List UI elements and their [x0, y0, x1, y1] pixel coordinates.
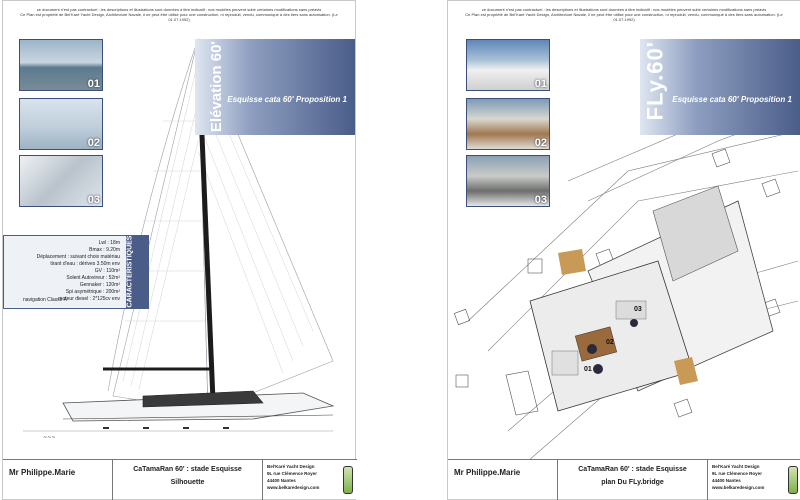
company-cell: Bel'Karé Yacht Design 9L rue Clémence Ro…: [708, 460, 800, 500]
specifications-panel: CARACTERISTIQUES Lwl : 18m Bmax : 9.20m …: [3, 235, 149, 309]
svg-text:~~~: ~~~: [43, 435, 56, 441]
photo-thumbnail[interactable]: 03: [19, 155, 103, 207]
flybridge-plan-drawing: 01 02 03: [453, 100, 799, 461]
title-banner: [195, 39, 355, 135]
spec-line: Lwl : 18m: [98, 240, 120, 246]
title-block: Mr Philippe.Marie CaTamaRan 60' : stade …: [3, 459, 357, 500]
company-line: 9L rue Clémence Royer: [712, 471, 762, 476]
photo-thumbnail[interactable]: 02: [466, 98, 550, 150]
photo-thumbnail[interactable]: 01: [19, 39, 103, 91]
flybridge-sheet: 01 02 03 ce document n'est pas contractu…: [447, 0, 800, 500]
spec-line: GV : 110m²: [94, 268, 120, 274]
spec-line: Spi asymétrique : 200m²: [65, 289, 120, 295]
title-block: Mr Philippe.Marie CaTamaRan 60' : stade …: [448, 459, 800, 500]
callout-label: 02: [606, 339, 614, 346]
spec-line: Déplacement : suivant choix matériau: [36, 254, 120, 260]
sheet-subtitle: Esquisse cata 60' Proposition 1: [672, 95, 792, 104]
spec-line: Bmax : 9.20m: [89, 247, 120, 253]
thumbnail-number: 03: [87, 194, 100, 206]
thumbnail-number: 01: [534, 78, 547, 90]
company-line: 44400 Nantes: [712, 478, 741, 483]
spec-line: tirant d'eau : dérives 3.50m env: [50, 261, 120, 267]
specifications-tab: [126, 236, 148, 308]
photo-thumbnail[interactable]: 03: [466, 155, 550, 207]
company-line: 9L rue Clémence Royer: [267, 471, 317, 476]
company-cell: Bel'Karé Yacht Design 9L rue Clémence Ro…: [263, 460, 357, 500]
project-name: CaTamaRan 60' : stade Esquisse: [133, 466, 242, 473]
spec-line: moteur diesel : 2*125cv env: [58, 296, 120, 302]
thumbnail-number: 03: [534, 194, 547, 206]
specifications-heading: CARACTERISTIQUES: [126, 235, 134, 308]
company-line: Bel'Karé Yacht Design: [267, 464, 315, 469]
client-name: Mr Philippe.Marie: [9, 468, 76, 477]
company-line: www.belkaredesign.com: [267, 485, 320, 490]
thumbnail-number: 01: [87, 78, 100, 90]
project-name: CaTamaRan 60' : stade Esquisse: [578, 466, 687, 473]
thumbnail-number: 02: [534, 137, 547, 149]
disclaimer-line: Ce Plan est propriété de Bel'Karé Yacht …: [20, 12, 338, 22]
callout-label: 01: [584, 366, 592, 373]
elevation-drawing: ~~~: [23, 38, 335, 441]
company-line: 44400 Nantes: [267, 478, 296, 483]
company-logo: [343, 466, 353, 494]
sheet-subtitle: Esquisse cata 60' Proposition 1: [227, 95, 347, 104]
company-line: Bel'Karé Yacht Design: [712, 464, 760, 469]
title-banner: [640, 39, 800, 135]
disclaimer-line: Ce Plan est propriété de Bel'Karé Yacht …: [465, 12, 783, 22]
client-cell: Mr Philippe.Marie: [448, 460, 558, 500]
sheet-title: Elévation 60': [208, 41, 225, 133]
spec-line: Gennaker : 120m²: [79, 282, 120, 288]
project-cell: CaTamaRan 60' : stade Esquisse Silhouett…: [113, 460, 263, 500]
sheet-title: FLy.60': [642, 41, 667, 121]
company-line: www.belkaredesign.com: [712, 485, 765, 490]
photo-thumbnail[interactable]: 01: [466, 39, 550, 91]
elevation-sheet: ~~~ ce document n'est pas contractuel : …: [2, 0, 357, 500]
disclaimer-line: ce document n'est pas contractuel : les …: [36, 7, 322, 12]
thumbnail-number: 02: [87, 137, 100, 149]
spec-line: Solent Autovireur : 52m²: [66, 275, 120, 281]
disclaimer: ce document n'est pas contractuel : les …: [458, 7, 790, 22]
sheet-name: plan Du FLy.bridge: [601, 479, 664, 486]
disclaimer-line: ce document n'est pas contractuel : les …: [481, 7, 767, 12]
sheet-name: Silhouette: [170, 479, 205, 486]
navigation-class-note: navigation Classe A: [23, 297, 67, 303]
client-cell: Mr Philippe.Marie: [3, 460, 113, 500]
client-name: Mr Philippe.Marie: [454, 468, 521, 477]
disclaimer: ce document n'est pas contractuel : les …: [13, 7, 345, 22]
project-cell: CaTamaRan 60' : stade Esquisse plan Du F…: [558, 460, 708, 500]
photo-thumbnail[interactable]: 02: [19, 98, 103, 150]
callout-label: 03: [634, 306, 642, 313]
company-logo: [788, 466, 798, 494]
